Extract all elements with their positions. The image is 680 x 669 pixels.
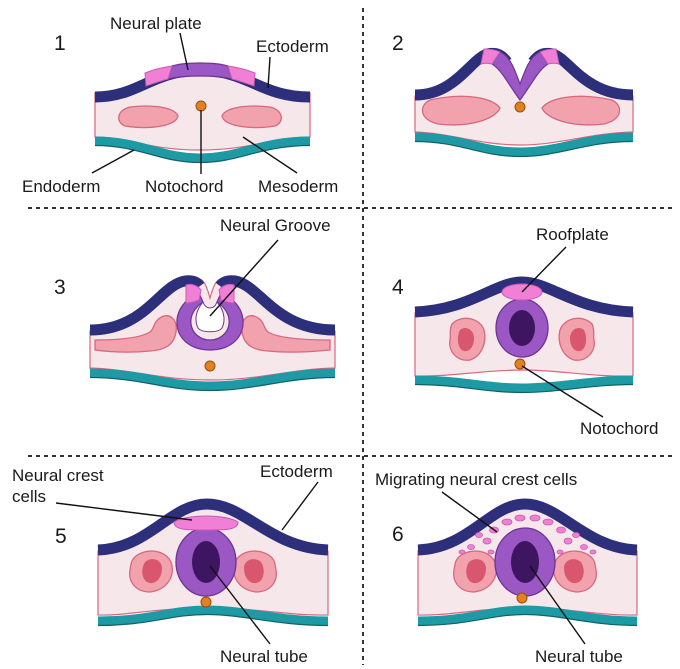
panel-number: 5 [55, 525, 67, 548]
leader-line [282, 482, 318, 530]
leader-line [268, 57, 270, 88]
panel-number: 1 [54, 32, 66, 55]
notochord [205, 361, 215, 371]
label-roofplate: Roofplate [536, 225, 609, 244]
notochord [515, 102, 525, 112]
neural-tube-lumen [511, 541, 539, 583]
panel-number: 2 [392, 32, 404, 55]
panel-5: 5 Neural crest cells Ectoderm Neural tub… [12, 462, 333, 666]
label-neural-tube: Neural tube [220, 647, 308, 666]
neural-tube-lumen [192, 541, 220, 583]
notochord [196, 101, 206, 111]
notochord [517, 593, 527, 603]
neural-crest [186, 284, 201, 303]
neural-tube-lumen [509, 310, 535, 346]
panel-number: 6 [392, 523, 404, 546]
label-mesoderm: Mesoderm [258, 177, 338, 196]
label-neural-tube: Neural tube [535, 647, 623, 666]
label-ectoderm: Ectoderm [256, 37, 329, 56]
panel-4: 4 Roofplate Notochord [392, 225, 658, 438]
label-migrating-neural-crest-cells: Migrating neural crest cells [375, 470, 577, 489]
label-ectoderm: Ectoderm [260, 462, 333, 481]
panel-2: 2 [392, 32, 633, 157]
label-endoderm: Endoderm [22, 177, 100, 196]
neural-crest [174, 516, 238, 530]
leader-line [92, 150, 134, 173]
label-neural-crest-cells: Neural crest [12, 466, 104, 485]
label-notochord: Notochord [145, 177, 223, 196]
neural-plate [168, 63, 232, 79]
mesoderm [119, 106, 178, 128]
endoderm [415, 380, 633, 388]
neural-crest [219, 284, 234, 303]
panel-3: 3 Neural Groove [54, 216, 335, 391]
notochord [201, 597, 211, 607]
label-neural-groove: Neural Groove [220, 216, 331, 235]
panel-number: 3 [54, 276, 66, 299]
label-neural-plate: Neural plate [110, 14, 202, 33]
mesoderm [222, 106, 281, 128]
panel-number: 4 [392, 276, 404, 299]
label-neural-crest-cells: cells [12, 487, 46, 506]
label-notochord: Notochord [580, 419, 658, 438]
panel-1: 1 Neural plate Ectoderm Endoderm Notocho… [22, 14, 338, 196]
panel-6: 6 Migrating neural crest cells Neural tu… [375, 470, 637, 666]
